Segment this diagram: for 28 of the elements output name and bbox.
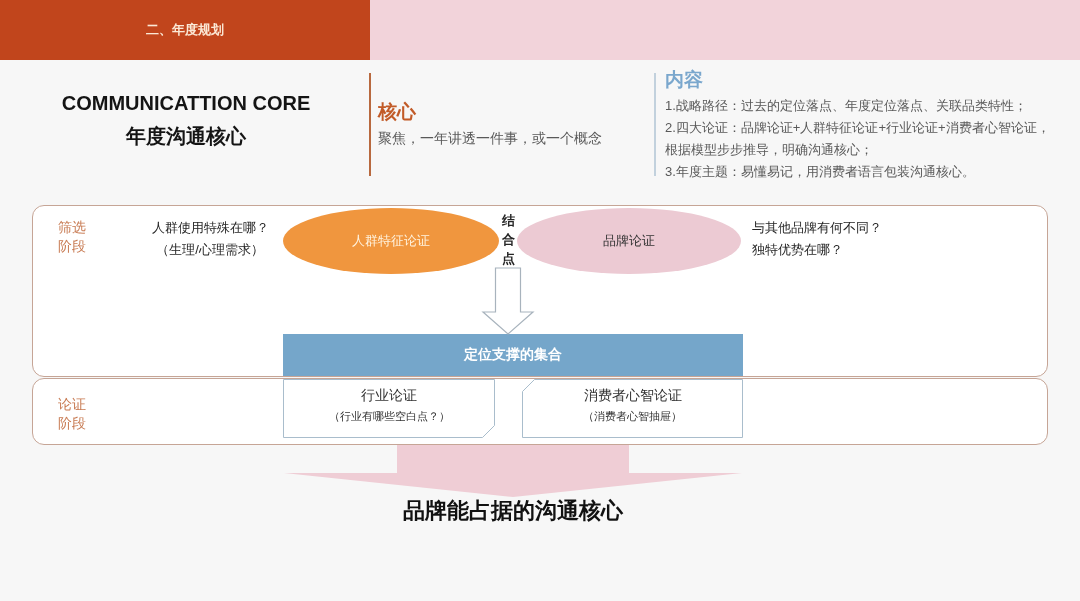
stage-panel	[32, 205, 1048, 377]
question-text: （生理/心理需求）	[156, 241, 264, 259]
junction-label: 结合点	[500, 211, 516, 268]
panel-text: 聚焦，一年讲透一件事，或一个概念	[378, 130, 602, 148]
stage-label: 筛选阶段	[58, 218, 87, 256]
box-title: 行业论证	[361, 387, 417, 405]
box-note: （消费者心智抽屉）	[583, 409, 682, 424]
result-text: 品牌能占据的沟通核心	[403, 497, 623, 525]
stage-panel	[32, 378, 1048, 445]
block-arrow	[481, 267, 535, 335]
question-text: 与其他品牌有何不同？	[752, 219, 882, 237]
subheading: 年度沟通核心	[126, 124, 246, 149]
panel-heading: 内容	[665, 68, 703, 92]
ellipse-label: 人群特征论证	[352, 232, 430, 250]
heading: COMMUNICATTION CORE	[61, 91, 311, 116]
question-text: 独特优势在哪？	[752, 241, 843, 259]
box-title: 消费者心智论证	[583, 387, 682, 405]
panel-heading: 核心	[378, 100, 416, 124]
ellipse-label: 品牌论证	[603, 232, 655, 250]
section-title: 二、年度规划	[146, 21, 224, 39]
title-bar	[283, 334, 743, 376]
box-note: （行业有哪些空白点？）	[328, 409, 450, 424]
stage-label: 论证阶段	[58, 395, 87, 433]
list-item: 2.四大论证：品牌论证+人群特征论证+行业论证+消费者心智论证，根据模型步步推导，明确沟通核心；	[665, 119, 1051, 159]
bar-label: 定位支撑的集合	[464, 346, 562, 364]
list-item: 3.年度主题：易懂易记，用消费者语言包装沟通核心。	[665, 163, 975, 181]
list-item: 1.战略路径：过去的定位落点、年度定位落点、关联品类特性；	[665, 97, 1027, 115]
question-text: 人群使用特殊在哪？	[151, 219, 269, 237]
